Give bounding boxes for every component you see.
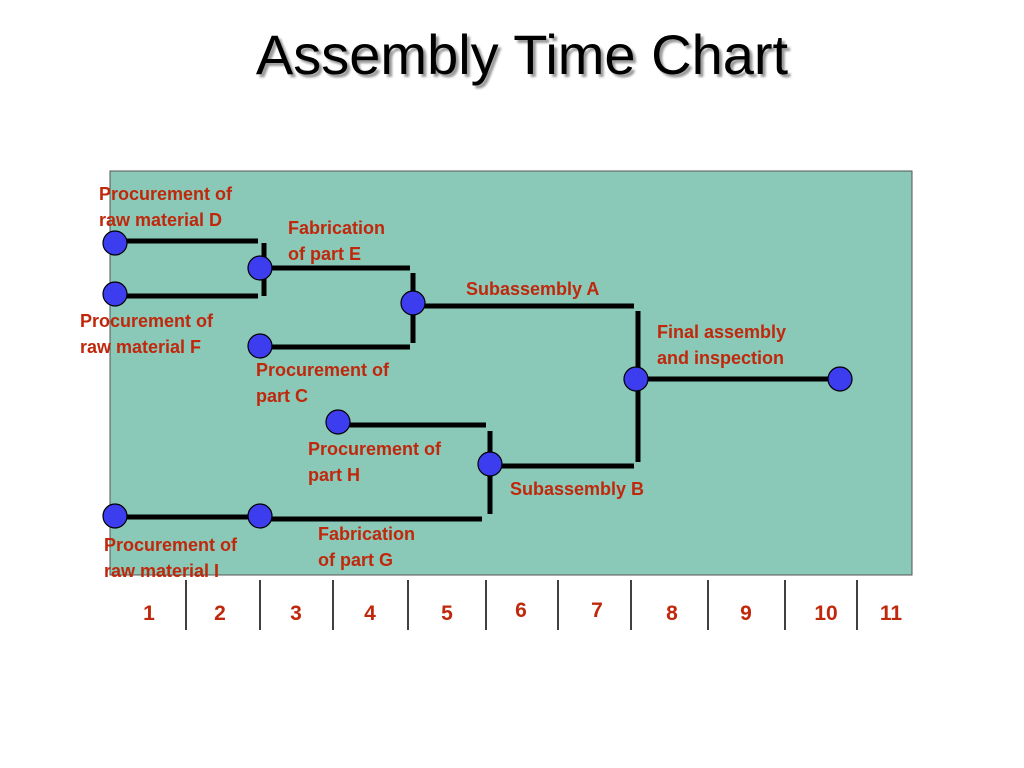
time-tick-11: 11 [880, 602, 903, 625]
time-tick-1: 1 [143, 602, 155, 625]
label-procurement-part-c: Procurement of part C [256, 360, 394, 406]
diagram-panel [109, 170, 913, 576]
node-subassembly-a-start [400, 290, 426, 316]
page-title: Assembly Time Chart [255, 23, 789, 86]
node-part-c-start [247, 333, 273, 359]
time-tick-8: 8 [666, 602, 678, 625]
node-material-i-start [102, 503, 128, 529]
label-subassembly-a: Subassembly A [466, 279, 599, 299]
time-axis [185, 580, 858, 630]
time-tick-7: 7 [591, 599, 603, 622]
label-final-assembly: Final assembly and inspection [657, 322, 791, 368]
label-procurement-part-h: Procurement of part H [308, 439, 446, 485]
time-tick-9: 9 [740, 602, 752, 625]
node-material-d-start [102, 230, 128, 256]
label-procurement-material-d: Procurement of raw material D [99, 184, 237, 230]
node-subassembly-b-start [477, 451, 503, 477]
node-part-e-start [247, 255, 273, 281]
time-tick-5: 5 [441, 602, 453, 625]
time-tick-4: 4 [364, 602, 376, 625]
label-subassembly-b: Subassembly B [510, 479, 644, 499]
label-procurement-material-i: Procurement of raw material I [104, 535, 242, 581]
label-procurement-material-f: Procurement of raw material F [80, 311, 218, 357]
label-fabrication-part-e: Fabrication of part E [288, 218, 390, 264]
node-material-f-start [102, 281, 128, 307]
node-final-assembly-end [827, 366, 853, 392]
time-tick-6: 6 [515, 599, 527, 622]
time-tick-10: 10 [814, 602, 837, 625]
time-tick-3: 3 [290, 602, 302, 625]
time-tick-2: 2 [214, 602, 226, 625]
node-part-h-start [325, 409, 351, 435]
label-fabrication-part-g: Fabrication of part G [318, 524, 420, 570]
node-final-assembly-start [623, 366, 649, 392]
node-part-g-start [247, 503, 273, 529]
